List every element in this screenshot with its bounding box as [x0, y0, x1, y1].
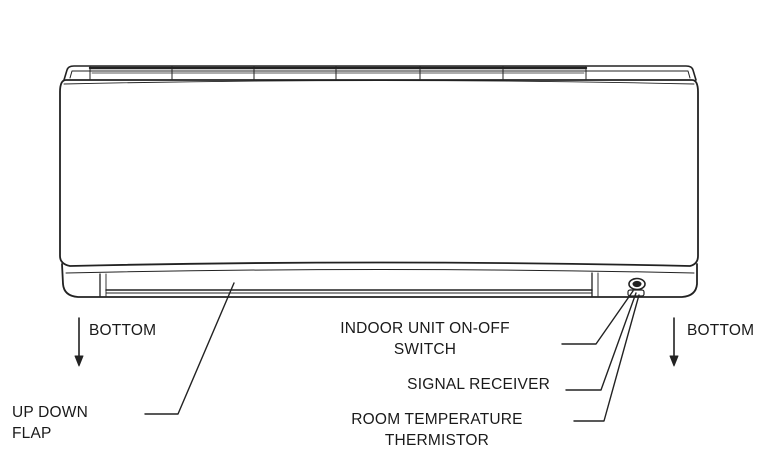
room-temp-thermistor-label-line1: ROOM TEMPERATURE: [351, 411, 523, 428]
up-down-flap-label-line1: UP DOWN: [12, 404, 89, 421]
flap-leader-line: [144, 282, 235, 415]
sensor-cluster: [627, 277, 646, 297]
bottom-left-label: BOTTOM: [89, 322, 157, 339]
front-panel: [59, 79, 699, 267]
on-off-switch-label-line2: SWITCH: [393, 341, 457, 358]
room-temp-thermistor-label: ROOM TEMPERATURE THERMISTOR: [312, 409, 562, 451]
bottom-right-label: BOTTOM: [687, 322, 755, 339]
thermistor-leader-line: [573, 294, 640, 422]
signal-receiver-label: SIGNAL RECEIVER: [407, 376, 550, 393]
bottom-base: [61, 263, 698, 298]
room-temp-thermistor-label-line2: THERMISTOR: [384, 432, 490, 449]
up-down-flap: [105, 289, 593, 294]
receiver-leader-line: [565, 292, 637, 391]
bottom-left-arrow: [74, 317, 84, 367]
switch-leader-line: [561, 290, 634, 345]
up-down-flap-label-line2: FLAP: [12, 425, 52, 442]
on-off-switch-label-line1: INDOOR UNIT ON-OFF: [340, 320, 510, 337]
up-down-flap-label: UP DOWN FLAP: [12, 402, 88, 444]
bottom-right-arrow: [669, 317, 679, 367]
top-grille: [63, 65, 697, 81]
on-off-switch-label: INDOOR UNIT ON-OFF SWITCH: [300, 318, 550, 360]
